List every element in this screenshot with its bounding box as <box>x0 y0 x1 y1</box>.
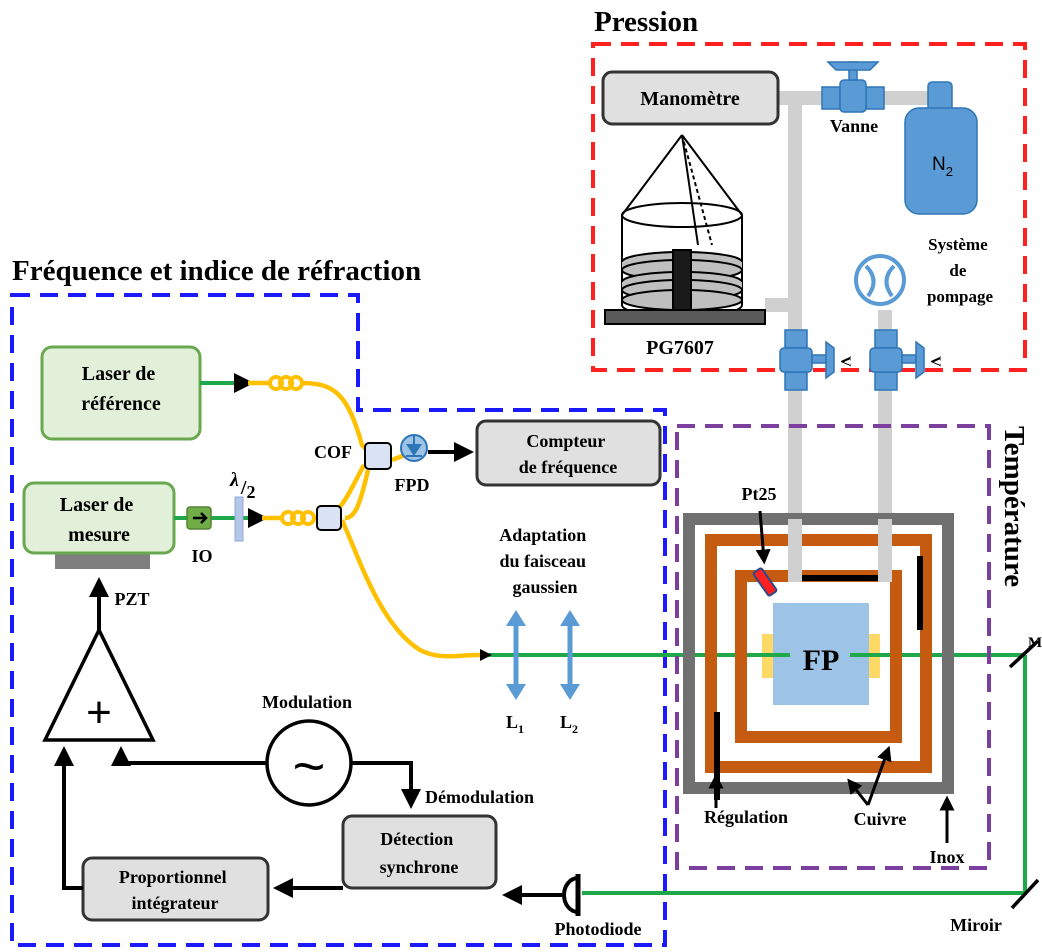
mirror-bottom <box>1010 878 1040 910</box>
fpd-label: FPD <box>395 475 430 495</box>
cuivre-arrow-left <box>847 778 870 806</box>
regulation-heaters <box>790 556 923 630</box>
l1-label: L1 <box>506 712 524 736</box>
systeme-pompage-label: Système de pompage <box>927 235 994 306</box>
pump-icon <box>854 254 906 306</box>
n2-label: N2 <box>932 154 953 179</box>
frequency-box <box>10 293 667 947</box>
miroir-label: Miroir <box>950 915 1002 935</box>
coupler-cof <box>364 442 392 470</box>
manometre-box <box>601 70 780 126</box>
pressure-box <box>591 42 1027 372</box>
cof-label: COF <box>314 442 352 462</box>
fiber-coil-mesure <box>280 510 316 526</box>
io-label: IO <box>191 546 212 566</box>
temperature-title: Température <box>998 426 1030 587</box>
plus-sign: + <box>86 688 112 737</box>
pg7607-label: PG7607 <box>646 337 714 359</box>
inox-label: Inox <box>929 847 964 867</box>
laser-reference-box <box>40 345 202 441</box>
regulation-label: Régulation <box>704 807 788 827</box>
compteur-box <box>475 419 662 487</box>
pressure-title: Pression <box>594 6 698 38</box>
mirror-top-label: M <box>1028 635 1042 651</box>
fp-label-bg <box>790 635 850 677</box>
vanne-label: Vanne <box>830 116 878 136</box>
lens-l1 <box>506 610 526 700</box>
pzt-label: PZT <box>114 589 149 609</box>
cavity-pipes <box>788 519 892 582</box>
pt25-label: Pt25 <box>742 484 777 504</box>
detection-box <box>341 814 498 890</box>
coupler-mesure <box>316 505 342 531</box>
laser-mesure-label: Laser de mesure <box>60 494 139 546</box>
l2-label: L2 <box>560 712 578 736</box>
temperature-box <box>675 424 991 870</box>
demodulation-label: Démodulation <box>425 787 534 807</box>
n2-bottle: N2 <box>904 81 978 215</box>
cuivre-arrow-right <box>866 745 892 806</box>
copper-outer <box>705 534 932 773</box>
adaptation-label: Adaptation du faisceau gaussien <box>499 525 591 597</box>
half-wave-plate <box>234 496 244 542</box>
fiber-coil-reference <box>268 375 304 391</box>
mod-to-demod-line <box>351 761 421 809</box>
fiber-output-arrow <box>480 649 492 661</box>
inox-shell <box>683 513 954 794</box>
valve-left <box>779 329 835 391</box>
compteur-label: Compteur de fréquence <box>519 431 617 477</box>
valve-left-v: V <box>837 356 853 367</box>
mod-to-amp-line <box>111 746 267 766</box>
fpd-photodiode <box>400 434 428 462</box>
laser-reference-label: Laser de référence <box>81 363 161 415</box>
proportionnel-label: Proportionnel intégrateur <box>119 867 231 913</box>
fp-label: FP <box>803 644 840 677</box>
cuivre-label: Cuivre <box>854 809 907 829</box>
modulation-label: Modulation <box>262 692 352 712</box>
lens-l2 <box>560 610 580 700</box>
pi-to-amp-line <box>54 746 83 890</box>
vanne-valve <box>821 61 885 113</box>
photodiode-detector <box>562 874 581 916</box>
lambda-label: λ/2 <box>229 469 255 502</box>
tilde-symbol: ~ <box>293 734 326 797</box>
pg7607-balance <box>604 134 766 325</box>
detection-label: Détection synchrone <box>380 829 459 877</box>
valve-right <box>869 329 925 391</box>
photodiode-label: Photodiode <box>554 919 641 939</box>
pt25-sensor <box>752 567 778 597</box>
manometre-label: Manomètre <box>640 88 740 110</box>
summing-amplifier <box>42 626 156 742</box>
mirror-top <box>1008 639 1040 669</box>
pt25-arrow <box>755 510 771 565</box>
valve-right-v: V <box>927 356 943 367</box>
frequency-title: Fréquence et indice de réfraction <box>12 255 421 287</box>
